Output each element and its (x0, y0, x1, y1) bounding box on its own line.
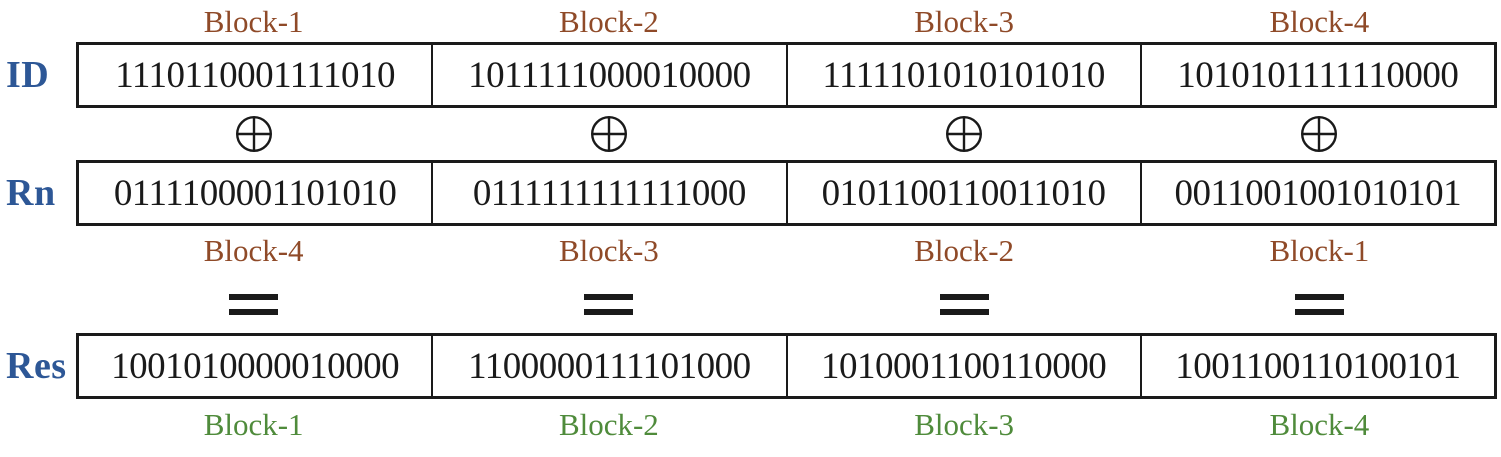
res-register-box: 1001010000010000 1100000111101000 101000… (76, 333, 1497, 399)
xor-icon (590, 116, 627, 152)
res-bits-4: 1001100110100101 (1175, 345, 1461, 387)
rn-bits-2: 0111111111111000 (472, 172, 746, 214)
rn-cell-4: 0011001001010101 (1139, 163, 1494, 223)
rn-register-row: Rn 0111100001101010 0111111111111000 010… (0, 160, 1497, 226)
middle-block-label-1: Block-4 (203, 233, 304, 268)
id-register-row: ID 1110110001111010 1011111000010000 111… (0, 42, 1497, 108)
top-block-label-row: Block-1 Block-2 Block-3 Block-4 (0, 2, 1497, 42)
rn-bits-3: 0101100110011010 (821, 172, 1106, 214)
equals-operator-row (0, 276, 1497, 333)
res-bits-2: 1100000111101000 (468, 345, 751, 387)
xor-operator-row (0, 108, 1497, 160)
id-cell-2: 1011111000010000 (431, 45, 785, 105)
res-cell-2: 1100000111101000 (431, 336, 785, 396)
res-cell-3: 1010001100110000 (785, 336, 1140, 396)
equals-icon (939, 294, 989, 315)
equals-icon (229, 294, 279, 315)
res-bits-1: 1001010000010000 (111, 345, 400, 387)
bottom-block-label-4: Block-4 (1269, 407, 1370, 442)
xor-icon (1301, 116, 1338, 152)
middle-block-label-3: Block-2 (914, 233, 1015, 268)
equals-icon (584, 294, 634, 315)
id-bits-3: 1111101010101010 (822, 54, 1105, 96)
rn-cell-3: 0101100110011010 (785, 163, 1140, 223)
middle-block-label-2: Block-3 (558, 233, 659, 268)
res-cell-1: 1001010000010000 (79, 336, 431, 396)
bottom-block-label-row: Block-1 Block-2 Block-3 Block-4 (0, 399, 1497, 451)
rn-register-box: 0111100001101010 0111111111111000 010110… (76, 160, 1497, 226)
bottom-block-label-1: Block-1 (203, 407, 304, 442)
id-cell-3: 1111101010101010 (785, 45, 1140, 105)
top-block-label-4: Block-4 (1269, 4, 1370, 39)
bottom-block-label-2: Block-2 (558, 407, 659, 442)
xor-icon (946, 116, 983, 152)
id-bits-2: 1011111000010000 (468, 54, 751, 96)
rn-cell-2: 0111111111111000 (431, 163, 785, 223)
res-register-row: Res 1001010000010000 1100000111101000 10… (0, 333, 1497, 399)
res-bits-3: 1010001100110000 (820, 345, 1107, 387)
middle-block-label-row: Block-4 Block-3 Block-2 Block-1 (0, 226, 1497, 276)
top-block-label-2: Block-2 (558, 4, 659, 39)
rn-row-label: Rn (6, 172, 56, 214)
res-cell-4: 1001100110100101 (1139, 336, 1494, 396)
rn-bits-4: 0011001001010101 (1174, 172, 1462, 214)
id-bits-1: 1110110001111010 (115, 54, 395, 96)
id-cell-1: 1110110001111010 (79, 45, 431, 105)
top-block-label-3: Block-3 (914, 4, 1015, 39)
rn-bits-1: 0111100001101010 (113, 172, 397, 214)
equals-icon (1294, 294, 1344, 315)
res-row-label: Res (6, 345, 67, 387)
id-cell-4: 1010101111110000 (1139, 45, 1494, 105)
bottom-block-label-3: Block-3 (914, 407, 1015, 442)
middle-block-label-4: Block-1 (1269, 233, 1370, 268)
id-register-box: 1110110001111010 1011111000010000 111110… (76, 42, 1497, 108)
id-row-label: ID (6, 54, 50, 96)
xor-icon (235, 116, 272, 152)
rn-cell-1: 0111100001101010 (79, 163, 431, 223)
top-block-label-1: Block-1 (203, 4, 304, 39)
id-bits-4: 1010101111110000 (1177, 54, 1459, 96)
